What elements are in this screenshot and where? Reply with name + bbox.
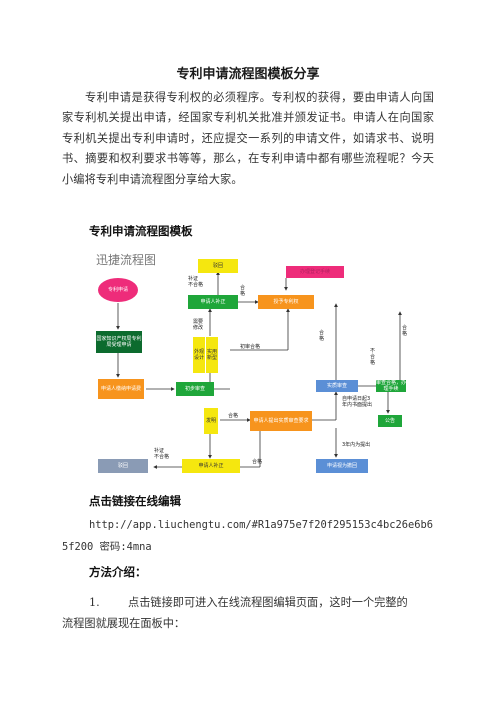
node-applicant-fix-top: 申请人补正 (188, 295, 238, 309)
label-within-3: 自申请日起3 年内书面提出 (342, 396, 373, 408)
step-1-number: 1. (89, 596, 100, 609)
node-reject-top: 驳回 (198, 259, 238, 273)
node-withdraw: 申请视为撤回 (316, 459, 368, 473)
label-pass-2: 合格 (228, 413, 239, 419)
node-substantive: 实质审查 (316, 380, 358, 392)
label-within-3b: 3年内为提出 (342, 442, 371, 448)
node-register: 办理登记手续 (286, 266, 344, 278)
label-pass-4: 合 格 (402, 325, 408, 337)
label-fix-fail-bottom: 补证 不合格 (154, 448, 170, 460)
label-pass-3: 合 格 (319, 330, 325, 342)
node-applicant-fix-bottom: 申请人补正 (182, 459, 240, 473)
node-prelim: 初步审查 (176, 382, 214, 396)
label-pass-1: 合 格 (240, 285, 246, 297)
node-reject-bottom: 驳回 (98, 459, 148, 473)
intro-paragraph: 专利申请是获得专利权的必须程序。专利权的获得，要由申请人向国家专利机关提出申请，… (62, 91, 434, 186)
label-fix-fail-top: 补证 不合格 (188, 276, 204, 288)
label-pass-5: 合格 (252, 459, 263, 465)
label-prelim-pass: 初审合格 (240, 344, 261, 350)
node-exam-req: 申请人提出实质审查要求 (250, 411, 312, 431)
step-1-continued: 流程图就展现在面板中： (62, 617, 186, 630)
label-revise: 需要 修改 (193, 319, 204, 331)
node-utility: 实用新型 (206, 337, 218, 373)
section-heading-edit-online: 点击链接在线编辑 (89, 494, 181, 508)
node-grant: 授予专利权 (258, 295, 314, 309)
node-announce: 公告 (378, 415, 402, 427)
flowchart-image: 迅捷流程图 专利申请 国家知识产权局专利局受理申请 申请人缴纳申请费 初步审查 … (90, 243, 408, 483)
node-office: 国家知识产权局专利局受理申请 (96, 331, 142, 353)
link-password: 5f200 密码:4mna (62, 541, 152, 553)
edit-link[interactable]: http://app.liuchengtu.com/#R1a975e7f20f2… (89, 519, 434, 531)
section-heading-template: 专利申请流程图模板 (89, 224, 193, 238)
section-heading-method: 方法介绍： (89, 565, 147, 579)
node-start: 专利申请 (98, 278, 138, 302)
page-title: 专利申请流程图模板分享 (176, 67, 320, 82)
node-design: 外观设计 (193, 337, 205, 373)
flowchart-connectors (116, 271, 402, 469)
node-approve: 审查合格，办理手续 (376, 380, 407, 392)
step-1-text: 点击链接即可进入在线流程图编辑页面，这时一个完整的 (128, 596, 408, 609)
node-invention: 发明 (204, 408, 218, 434)
flowchart-brand: 迅捷流程图 (96, 253, 157, 267)
label-fail: 不 合 格 (370, 348, 376, 366)
node-pay: 申请人缴纳申请费 (98, 379, 144, 399)
